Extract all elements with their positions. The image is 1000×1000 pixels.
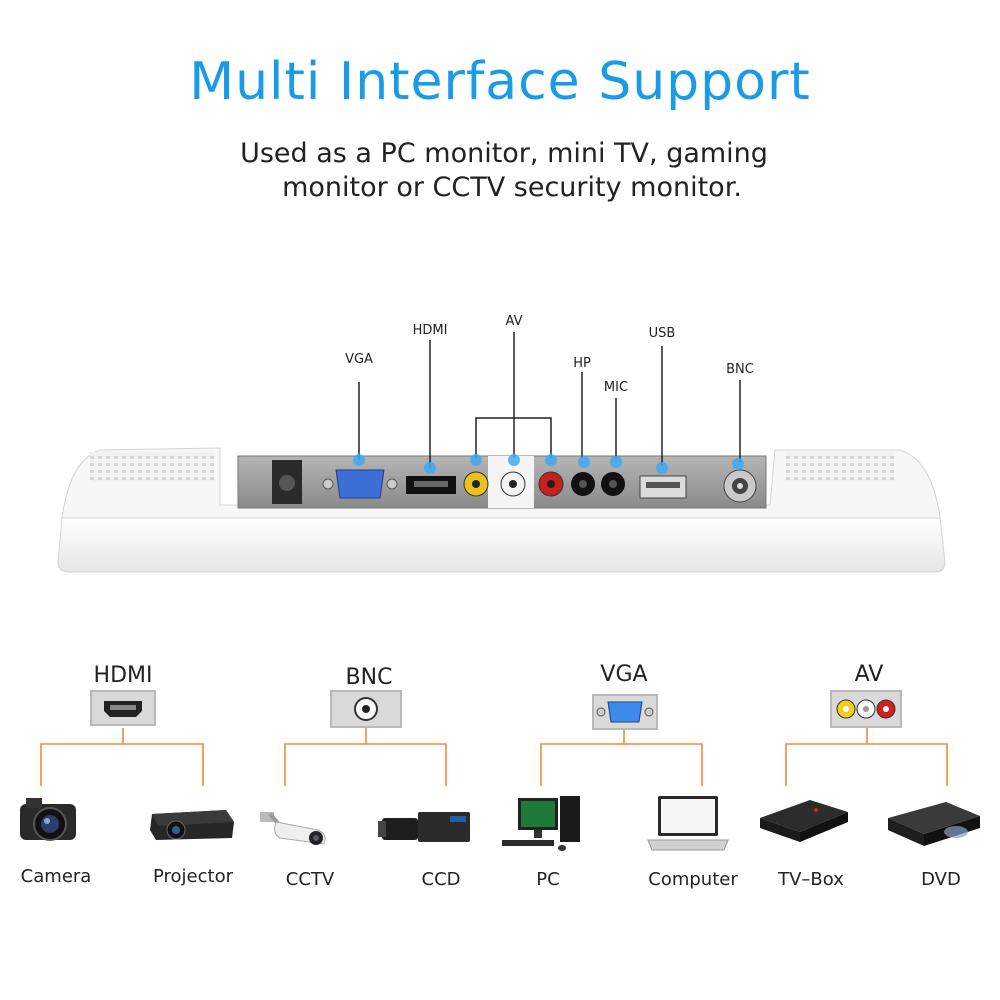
camera-icon (20, 798, 76, 841)
port-label-bnc: BNC (726, 362, 754, 377)
device-label-ccd: CCD (421, 869, 461, 890)
port-label-hp: HP (573, 356, 591, 371)
group-label-av: AV (854, 662, 884, 687)
monitor-base (57, 517, 946, 573)
port-label-hdmi: HDMI (412, 323, 448, 338)
device-label-projector: Projector (153, 866, 233, 887)
projector-icon (150, 810, 234, 840)
bnc-port-icon (330, 690, 402, 728)
port-label-vga: VGA (345, 352, 373, 367)
av-rca-ports-icon (830, 690, 902, 728)
monitor-port-panel (57, 332, 946, 573)
port-pointer-lines (358, 332, 741, 468)
left-vent (90, 452, 215, 482)
subtitle-line-1: Used as a PC monitor, mini TV, gaming (240, 138, 768, 169)
group-label-hdmi: HDMI (93, 663, 153, 688)
device-label-computer: Computer (648, 869, 738, 890)
dvd-player-icon (888, 802, 980, 846)
device-label-camera: Camera (20, 866, 92, 887)
port-indicator-dots (353, 454, 744, 474)
desktop-pc-icon (502, 796, 580, 851)
ccd-camera-icon (378, 812, 470, 842)
cctv-camera-icon (260, 812, 326, 845)
group-label-bnc: BNC (345, 665, 393, 690)
port-label-mic: MIC (603, 380, 629, 395)
tv-box-icon (760, 800, 848, 842)
hdmi-port-icon (90, 690, 156, 726)
page-title: Multi Interface Support (189, 52, 811, 112)
group-label-vga: VGA (600, 662, 648, 687)
vga-port-icon (592, 694, 658, 730)
right-vent (785, 452, 895, 482)
device-label-cctv: CCTV (285, 869, 335, 890)
device-label-dvd: DVD (921, 869, 961, 890)
laptop-icon (647, 796, 729, 851)
vga-port (335, 469, 385, 499)
port-label-usb: USB (648, 326, 676, 341)
device-label-tv-box: TV–Box (778, 869, 844, 890)
port-label-av: AV (505, 314, 523, 329)
subtitle-line-2: monitor or CCTV security monitor. (282, 172, 742, 203)
device-label-pc: PC (536, 869, 560, 890)
